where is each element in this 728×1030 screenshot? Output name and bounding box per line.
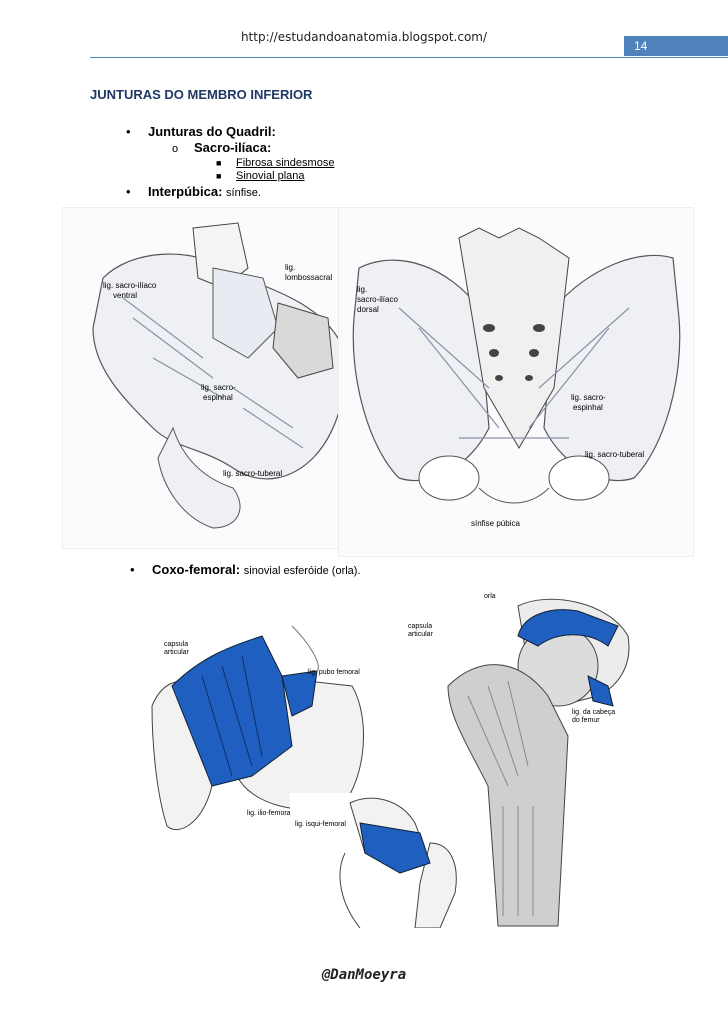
outline-subitem-label: Sinovial plana — [236, 170, 305, 182]
hip-posterior-figure: lig. isqui-femoral — [290, 793, 470, 928]
figure-label: lig. sacro- — [571, 393, 606, 402]
square-bullet-icon: ■ — [216, 171, 222, 181]
figure-label: capsula — [164, 641, 188, 648]
figure-label: ventral — [113, 291, 137, 300]
figure-label: lig. — [285, 263, 295, 272]
figure-label: articular — [408, 631, 434, 638]
figure-label: articular — [164, 649, 190, 656]
figure-label: dorsal — [357, 305, 379, 314]
bullet-icon: • — [130, 562, 135, 577]
page-title: JUNTURAS DO MEMBRO INFERIOR — [90, 87, 313, 102]
page-number-badge: 14 — [624, 36, 728, 56]
figure-label: lig. sacro-tuberal — [585, 450, 644, 459]
outline-item-coxo: • Coxo-femoral: sinovial esferóide (orla)… — [130, 562, 361, 577]
outline-label: Interpúbica: — [148, 184, 223, 199]
figure-label: lig. pubo femoral — [308, 669, 360, 676]
outline-desc: sínfise. — [226, 187, 261, 199]
figure-label: orla — [484, 593, 496, 600]
header-rule — [90, 57, 728, 58]
outline-label: Coxo-femoral: — [152, 562, 241, 577]
figure-label: lig. — [357, 285, 367, 294]
figure-label: lig. sacro-ilíaco — [103, 281, 157, 290]
pelvis-anterior-figure: lig. sacro-ilíaco ventral lig. lombossac… — [62, 207, 376, 549]
figure-label: capsula — [408, 623, 432, 630]
outline-item-sacro: o Sacro-ilíaca: — [172, 140, 271, 155]
outline-label: Sacro-ilíaca: — [194, 140, 272, 155]
square-bullet-icon: ■ — [216, 158, 222, 168]
figure-label: lig. ilio-femoral — [247, 810, 293, 817]
outline-item-quadril: • Junturas do Quadril: — [126, 124, 276, 139]
figure-label: lig. da cabeça — [572, 709, 615, 716]
circle-bullet-icon: o — [172, 143, 179, 155]
figure-label: espinhal — [203, 393, 233, 402]
outline-subitem: ■ Sinovial plana — [216, 170, 305, 182]
outline-subitem: ■ Fibrosa sindesmose — [216, 157, 334, 169]
outline-subitem-label: Fibrosa sindesmose — [236, 157, 335, 169]
outline-item-interpubica: • Interpúbica: sínfise. — [126, 184, 261, 199]
figure-label: lig. sacro-tuberal — [223, 469, 282, 478]
header-url: http://estudandoanatomia.blogspot.com/ — [240, 30, 488, 44]
outline-label: Junturas do Quadril: — [148, 124, 276, 139]
footer-credit: @DanMoeyra — [321, 967, 407, 983]
bullet-icon: • — [126, 184, 131, 199]
figure-label: lombossacral — [285, 273, 332, 282]
figure-label: espinhal — [573, 403, 603, 412]
figure-label: lig. isqui-femoral — [295, 821, 346, 828]
figure-label: lig. sacro- — [201, 383, 236, 392]
figure-label: sínfise púbica — [471, 519, 520, 528]
bullet-icon: • — [126, 124, 131, 139]
figure-label: sacro-ilíaco — [357, 295, 398, 304]
pelvis-posterior-figure: lig. sacro-ilíaco dorsal lig. sacro- esp… — [338, 207, 694, 557]
hip-section-figure: orla capsula articular lig. da cabeça do… — [408, 586, 644, 936]
figure-label: do femur — [572, 717, 600, 724]
outline-desc: sinovial esferóide (orla). — [243, 565, 361, 577]
